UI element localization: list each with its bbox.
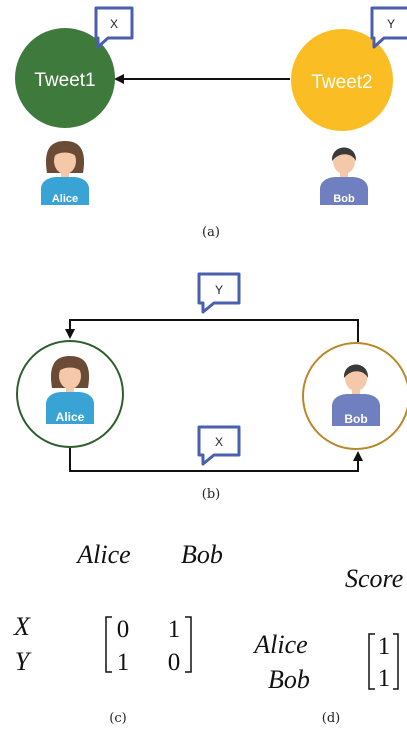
caption-a: (a) [202, 225, 220, 240]
alice-avatar-icon: Alice [46, 356, 94, 424]
vector-right-bracket [393, 633, 399, 690]
tweet1-tag: X [110, 17, 118, 31]
vector-left-bracket [368, 633, 375, 690]
caption-d: (d) [322, 711, 340, 726]
tweet1-node [15, 28, 115, 128]
caption-c: (c) [109, 711, 126, 726]
matrix-cell: 1 [117, 649, 130, 676]
speech-bubble-icon: Y [197, 272, 241, 314]
bob-avatar-icon: Bob [320, 147, 368, 205]
vector-cell: 1 [378, 665, 391, 692]
alice-name-label: Alice [56, 410, 85, 424]
panel-a: Tweet1 Tweet2 X Y Alice Bo [15, 6, 407, 240]
matrix-row-label-y: Y [15, 647, 32, 676]
panel-c: Alice Bob X Y 0 1 1 0 (c) [13, 540, 223, 726]
bottom-interaction-arrow [69, 448, 363, 472]
matrix-left-bracket [105, 616, 112, 673]
top-interaction-arrow [65, 319, 359, 342]
matrix-cell: 0 [117, 616, 130, 643]
tweet2-label: Tweet2 [311, 72, 372, 93]
matrix-cell: 0 [168, 649, 181, 676]
score-header: Score [345, 564, 403, 593]
alice-name-label: Alice [52, 193, 78, 205]
bob-name-label: Bob [333, 193, 355, 205]
vector-cell: 1 [378, 633, 391, 660]
tweet1-label: Tweet1 [34, 70, 95, 91]
caption-b: (b) [202, 487, 220, 502]
speech-bubble-icon: X [197, 425, 241, 466]
top-tag: Y [215, 283, 223, 297]
score-row-label-bob: Bob [268, 665, 310, 694]
panel-b: Y X Alice Bob (b) [16, 272, 407, 502]
matrix-row-label-x: X [13, 612, 31, 641]
bob-name-label: Bob [344, 412, 367, 426]
alice-avatar-icon: Alice [41, 141, 89, 205]
speech-bubble-icon: Y [370, 6, 407, 49]
matrix-col-header-alice: Alice [75, 540, 130, 569]
matrix-col-header-bob: Bob [181, 540, 223, 569]
tweet2-tag: Y [387, 17, 395, 31]
speech-bubble-icon: X [94, 6, 134, 49]
matrix-cell: 1 [168, 616, 181, 643]
score-row-label-alice: Alice [252, 630, 307, 659]
bob-avatar-icon: Bob [332, 364, 380, 426]
matrix-right-bracket [185, 616, 192, 673]
tweet2-node [291, 29, 393, 131]
panel-d: Score Alice Bob 1 1 (d) [252, 564, 403, 726]
bottom-tag: X [215, 435, 223, 449]
